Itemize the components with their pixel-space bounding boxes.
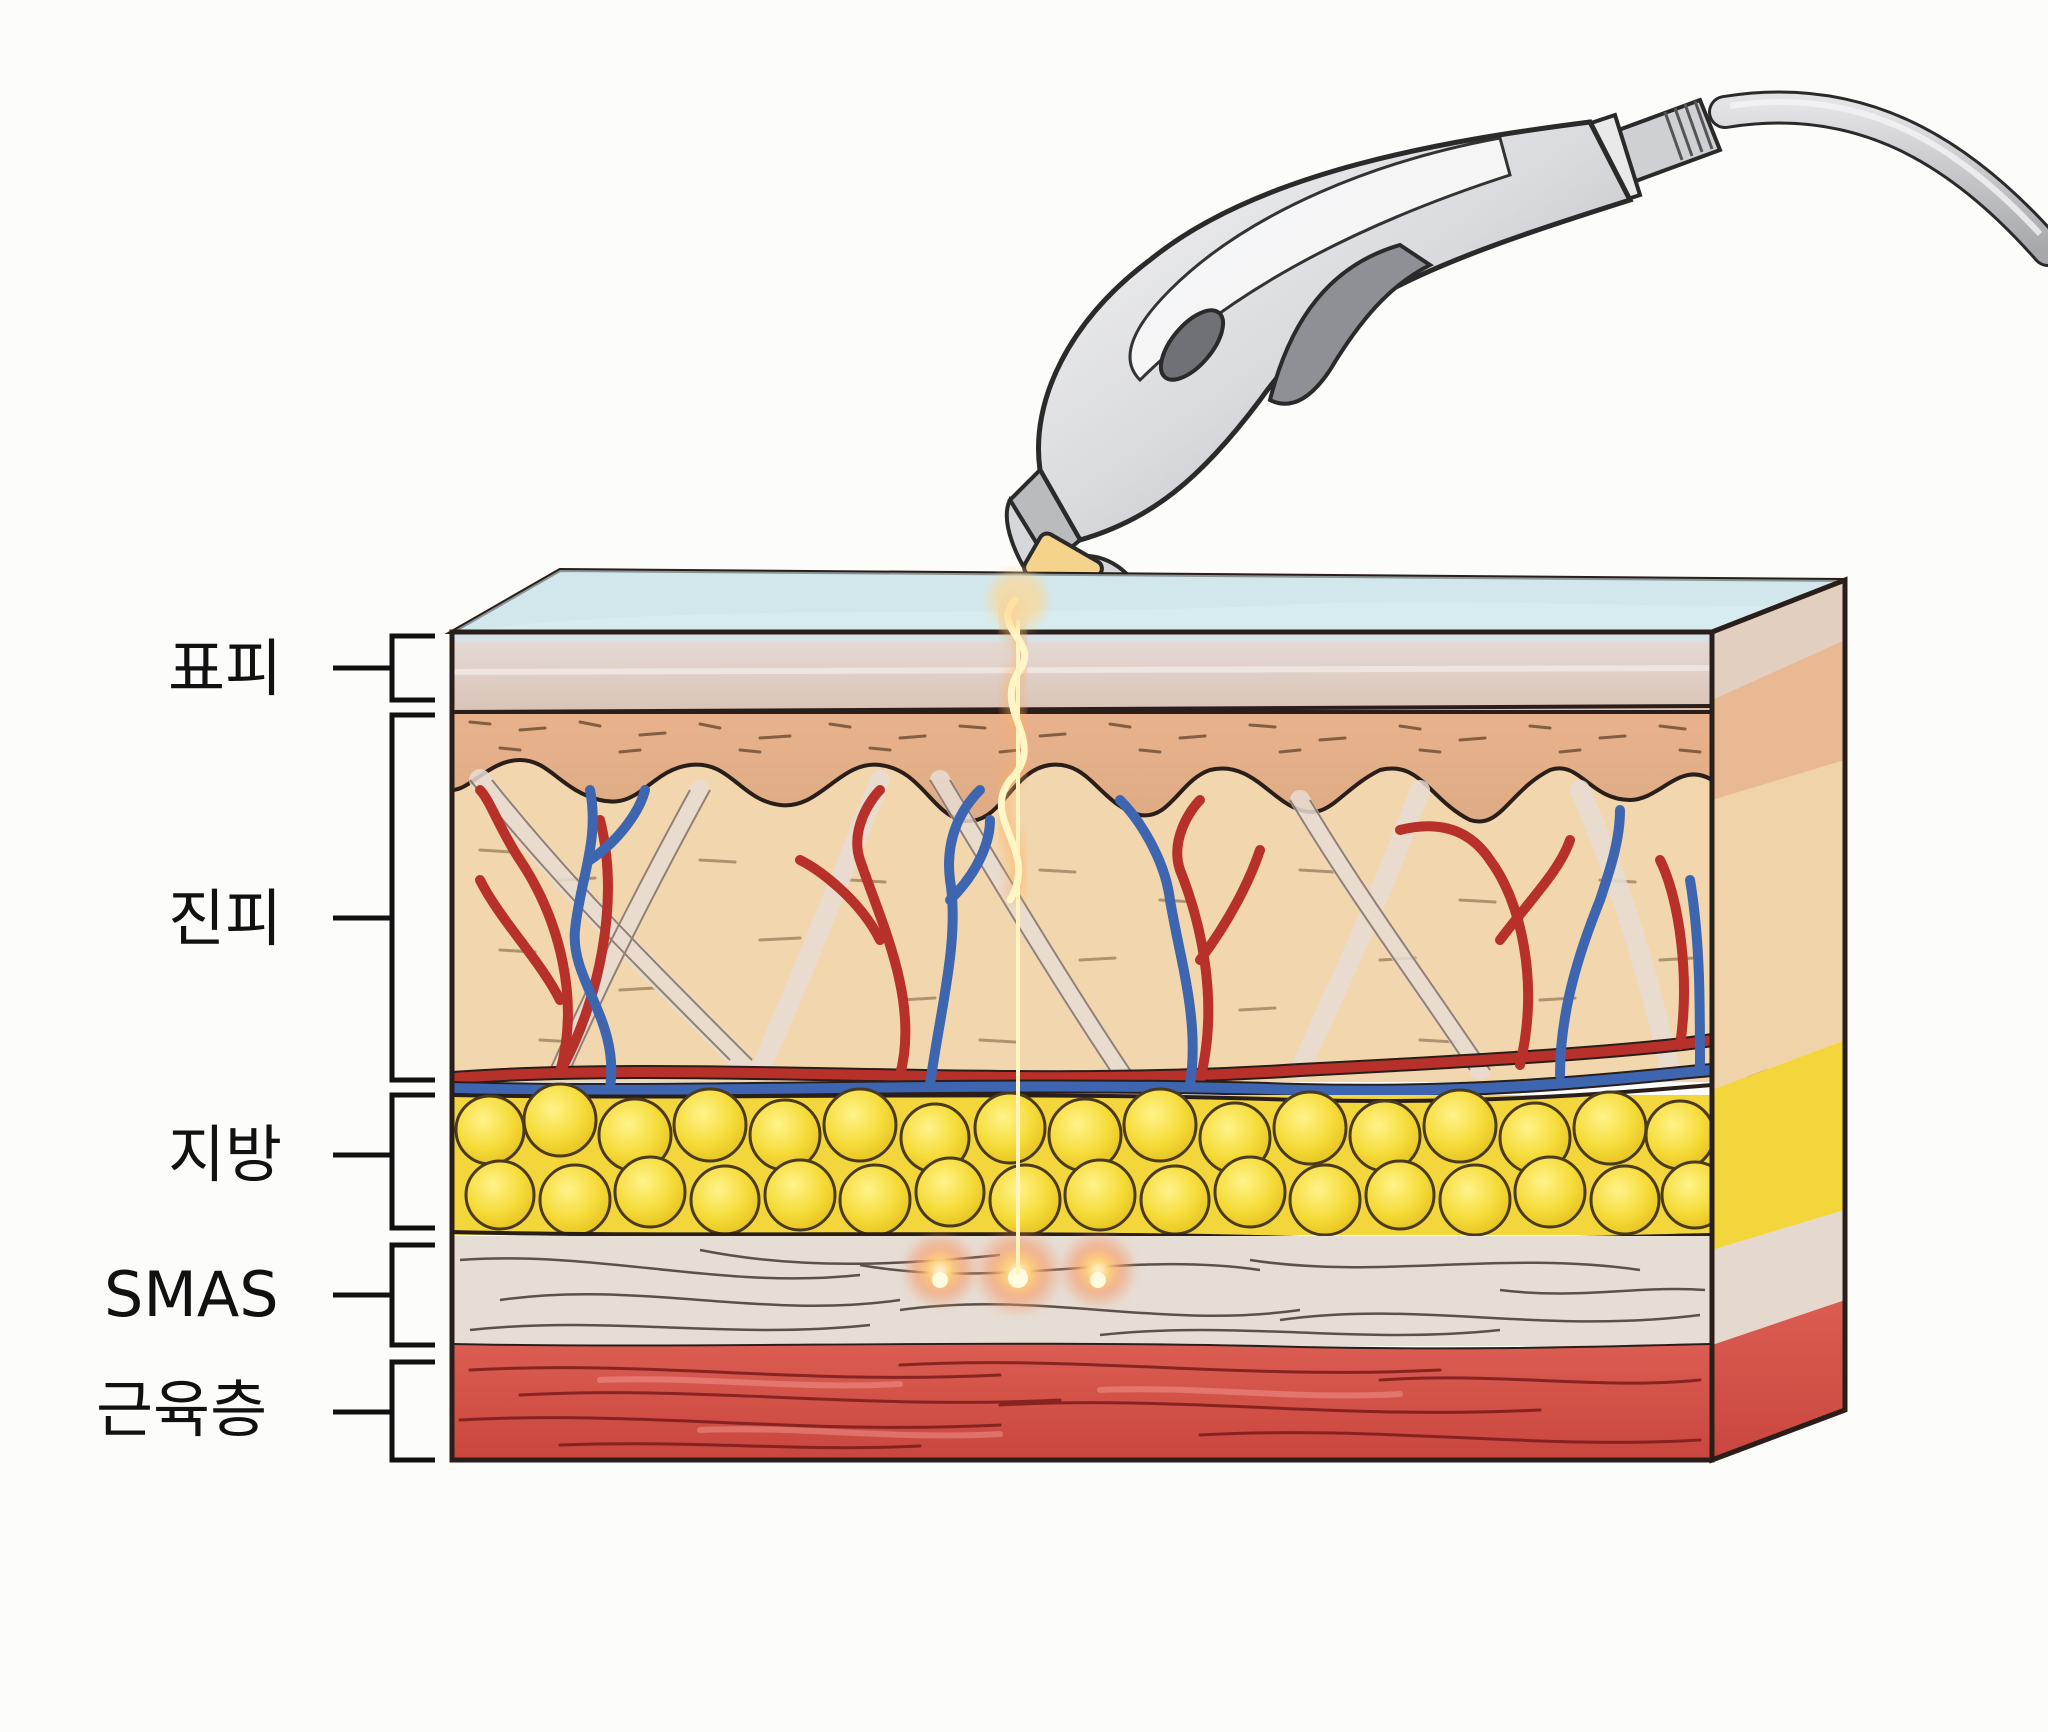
- skin-block: [444, 567, 1848, 1464]
- label-smas: SMAS: [104, 1258, 279, 1331]
- label-fat: 지방: [168, 1118, 283, 1191]
- label-dermis: 진피: [168, 882, 283, 955]
- label-epidermis: 표피: [168, 632, 283, 705]
- device-button: [1158, 308, 1226, 382]
- label-brackets: [333, 633, 435, 1463]
- fat-cells: [454, 1082, 1712, 1237]
- ultrasound-handpiece: [1004, 97, 1723, 623]
- ultrasound-beam: [990, 572, 1046, 1275]
- label-muscle: 근육층: [96, 1373, 268, 1446]
- vein: [452, 785, 1712, 1096]
- cable: [1708, 90, 2048, 267]
